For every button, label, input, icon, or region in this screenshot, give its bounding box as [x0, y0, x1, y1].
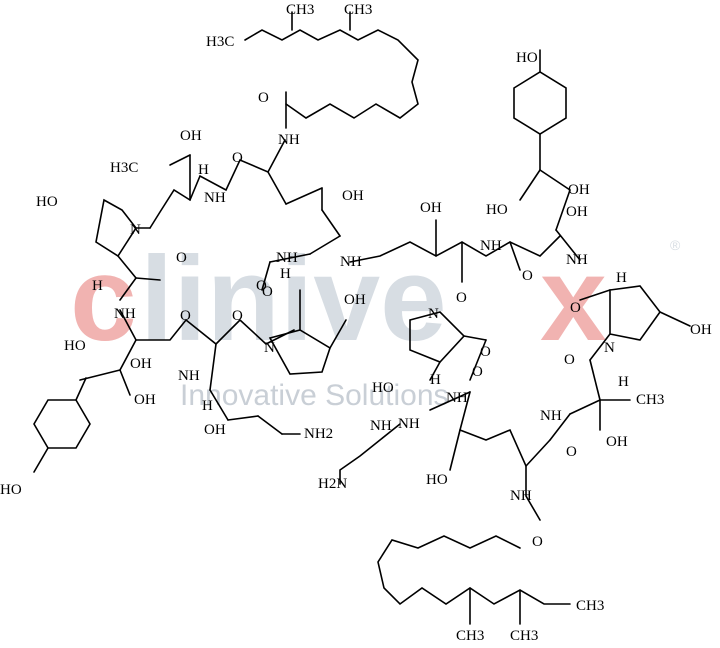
label-bottom-ch3-a: CH3: [456, 628, 484, 644]
label-tyr3-ho: HO: [486, 202, 508, 218]
label-orn-o: O: [256, 278, 267, 294]
label-hyp2-n: N: [264, 340, 275, 356]
label-orn-nh: NH: [276, 250, 298, 266]
label-mid-nh: NH: [480, 238, 502, 254]
label-orn2-h: H: [202, 398, 213, 414]
label-tyr2-oh2: OH: [134, 392, 156, 408]
label-tyr2-ho: HO: [64, 338, 86, 354]
label-hyp1-h: H: [92, 278, 103, 294]
label-orn2-nh2: NH2: [304, 426, 333, 442]
label-tyr2-nh: NH: [114, 306, 136, 322]
label-thr1-nh: NH: [204, 190, 226, 206]
label-tyr3-oh: OH: [566, 204, 588, 220]
label-tyr3-o: O: [522, 268, 533, 284]
label-bottom-ch3-c: CH3: [576, 598, 604, 614]
atom-labels: CH3 CH3 H3C O NH HO OH H3C H NH O HO N O…: [0, 2, 712, 644]
label-eda-nh: NH: [370, 418, 392, 434]
label-tyr2-ho-phenol: HO: [0, 482, 22, 498]
label-hyp2-o: O: [262, 284, 273, 300]
label-hyp3-h: H: [430, 372, 441, 388]
label-thr1-h: H: [198, 162, 209, 178]
label-hyp1-n: N: [130, 222, 141, 238]
label-nh-top: NH: [278, 132, 300, 148]
label-thr2-oh: OH: [606, 434, 628, 450]
label-orn3-nh: NH: [446, 390, 468, 406]
label-thr1-o: O: [232, 150, 243, 166]
label-hyp4-n: N: [604, 340, 615, 356]
label-hyp3-o: O: [480, 344, 491, 360]
label-thr2-nh: NH: [540, 408, 562, 424]
label-bottom-ch3-b: CH3: [510, 628, 538, 644]
label-hyp3-n: N: [428, 306, 439, 322]
label-tyr2-oh: OH: [130, 356, 152, 372]
label-orn2-o: O: [232, 308, 243, 324]
label-orn2-nh: NH: [178, 368, 200, 384]
label-hyp4-oh: OH: [690, 322, 712, 338]
label-eda-h2n: H2N: [318, 476, 347, 492]
label-h3c-top: H3C: [206, 34, 234, 50]
label-hyp4-h: H: [616, 270, 627, 286]
label-mid-o: O: [456, 290, 467, 306]
label-thr2-ch3: CH3: [636, 392, 664, 408]
label-mid-oh: OH: [420, 200, 442, 216]
label-bottom-nh: NH: [510, 488, 532, 504]
label-hyp3-ho: HO: [372, 380, 394, 396]
label-thr1-h3c: H3C: [110, 160, 138, 176]
label-hyp2-oh: OH: [344, 292, 366, 308]
label-thr2-h: H: [618, 374, 629, 390]
label-thr2-o: O: [566, 444, 577, 460]
label-hyp1-o: O: [176, 250, 187, 266]
label-bottom-o: O: [532, 534, 543, 550]
label-hyp4-o: O: [570, 300, 581, 316]
bonds: [33, 11, 691, 625]
label-thr1-oh: OH: [180, 128, 202, 144]
label-hyp1-ho: HO: [36, 194, 58, 210]
label-orn3-nh-link: NH: [398, 416, 420, 432]
label-orn2-oh: OH: [204, 422, 226, 438]
label-orn-oh: OH: [342, 188, 364, 204]
label-orn-nh-link: NH: [340, 254, 362, 270]
label-orn3-o: O: [472, 364, 483, 380]
label-hyp2-h: H: [280, 266, 291, 282]
label-tyr3-oh-top: OH: [568, 182, 590, 198]
label-o-top-amide: O: [258, 90, 269, 106]
label-ch3-b: CH3: [344, 2, 372, 18]
label-tyr-ho: HO: [516, 50, 538, 66]
label-ch3-a: CH3: [286, 2, 314, 18]
label-hyp4-o2: O: [564, 352, 575, 368]
label-tyr3-nh: NH: [566, 252, 588, 268]
label-tyr2-o: O: [180, 308, 191, 324]
label-orn3-ho: HO: [426, 472, 448, 488]
